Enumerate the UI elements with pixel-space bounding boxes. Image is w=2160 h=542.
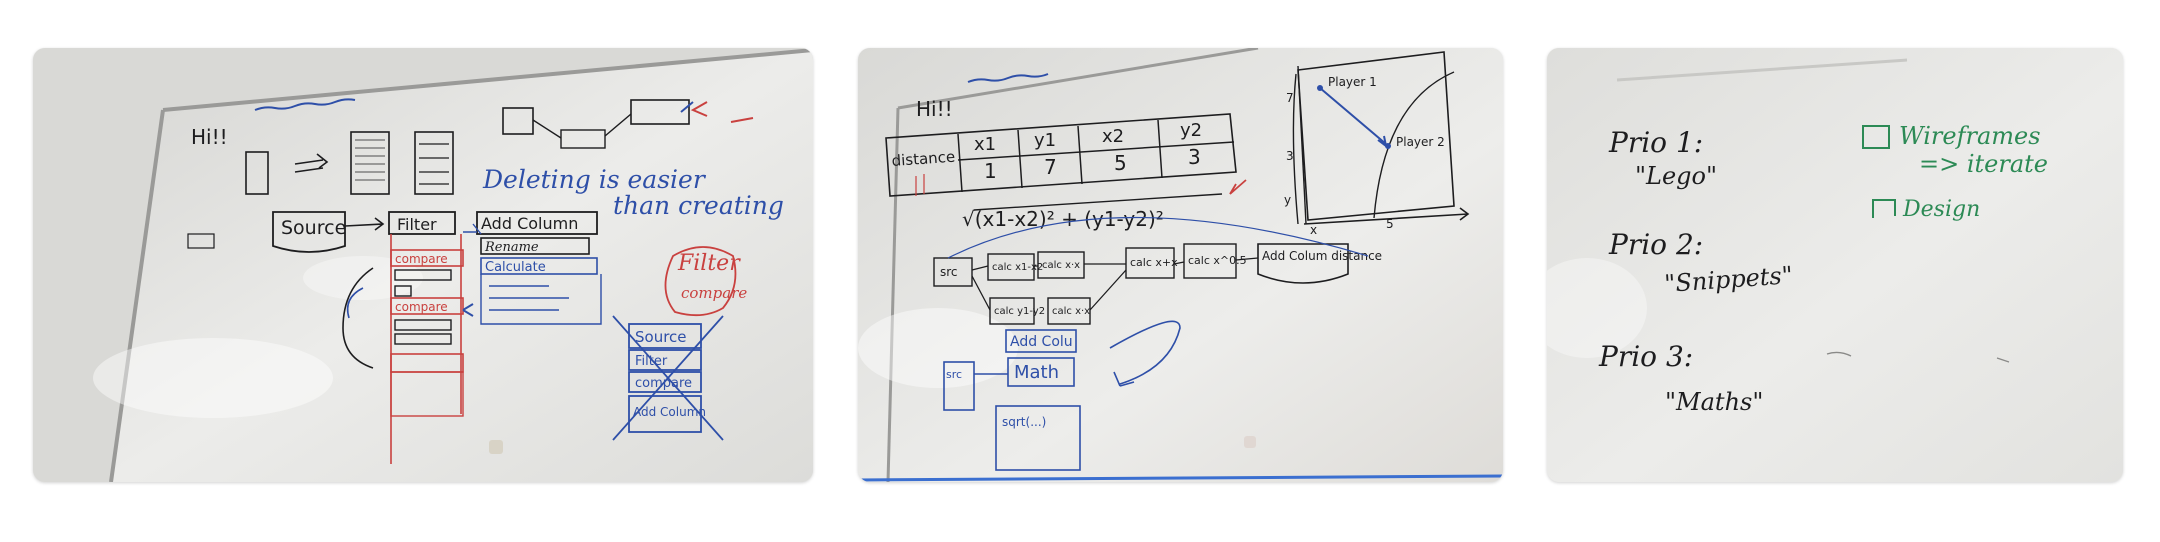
tick-7: 7 — [1286, 91, 1294, 105]
plot-frame — [1297, 51, 1455, 221]
filter-red-label: Filter — [677, 251, 741, 276]
compare-label-2: compare — [395, 300, 448, 314]
add-column-node: Add Colu — [1010, 334, 1073, 350]
prio3-item: "Maths" — [1665, 388, 1763, 416]
checkbox-icon-1 — [1862, 125, 1890, 149]
deleting-note-line1: Deleting is easier — [482, 165, 707, 194]
prio1-label: Prio 1: — [1608, 126, 1703, 159]
math-node: Math — [1014, 362, 1059, 383]
calc-node-6: calc x·x — [1052, 306, 1090, 317]
distance-formula: √(x1-x2)² + (y1-y2)² — [962, 207, 1164, 231]
compare-red-label: compare — [681, 284, 747, 302]
filter-label: Filter — [397, 215, 437, 234]
whiteboard-2-drawing: Hi!! distance x1 y1 x2 y2 1 7 5 3 √(x1-x… — [858, 48, 1503, 482]
calc-node-4: calc x^0.5 — [1188, 254, 1247, 267]
whiteboard-photo-2: Hi!! distance x1 y1 x2 y2 1 7 5 3 √(x1-x… — [858, 48, 1503, 482]
axis-y-label: y — [1284, 193, 1291, 207]
whiteboard-photo-3: Prio 1: "Lego" Prio 2: "Snippets" Prio 3… — [1547, 48, 2123, 482]
player2-label: Player 2 — [1396, 135, 1445, 149]
calc-node-2: calc x·x — [1042, 260, 1080, 271]
calculate-label: Calculate — [485, 260, 546, 275]
whiteboard-1-drawing: Hi!! Deleting is easier than creating So… — [33, 48, 813, 482]
sqrt-node: sqrt(...) — [1002, 415, 1046, 429]
src-blue-label: src — [946, 368, 962, 381]
compare-label-1: compare — [395, 252, 448, 266]
calc-node-1: calc x1-x2 — [992, 262, 1043, 273]
player1-label: Player 1 — [1328, 75, 1377, 89]
checkbox-icon-2 — [1872, 199, 1896, 218]
whiteboard-photo-1: Hi!! Deleting is easier than creating So… — [33, 48, 813, 482]
deleting-note-line2: than creating — [613, 191, 784, 220]
add-column-label: Add Column — [481, 214, 578, 233]
crossed-add-label: Add Column — [633, 405, 706, 419]
whiteboard-3-drawing: Prio 1: "Lego" Prio 2: "Snippets" Prio 3… — [1547, 48, 2123, 482]
prio1-item: "Lego" — [1635, 162, 1717, 190]
todo1-line2: => iterate — [1919, 150, 2048, 178]
crossed-source-label: Source — [635, 328, 687, 346]
rename-label: Rename — [484, 240, 539, 255]
y1-value: 7 — [1044, 155, 1057, 179]
calc-node-5: calc y1-y2 — [994, 306, 1045, 317]
add-column-distance-node: Add Colum distance — [1262, 249, 1382, 263]
tick-3: 3 — [1286, 149, 1294, 163]
greeting-text: Hi!! — [916, 97, 953, 121]
todo2-label: Design — [1902, 197, 1980, 222]
calc-node-3: calc x+x — [1130, 256, 1178, 269]
prio2-label: Prio 2: — [1608, 228, 1703, 261]
greeting-text: Hi!! — [191, 125, 228, 149]
todo1-line1: Wireframes — [1899, 122, 2041, 150]
x2-header: x2 — [1102, 126, 1124, 147]
distance-header: distance — [891, 148, 956, 170]
y1-header: y1 — [1034, 130, 1056, 151]
src-node-label: src — [940, 265, 958, 279]
tick-5: 5 — [1386, 217, 1394, 231]
x1-value: 1 — [984, 159, 997, 183]
y2-value: 3 — [1188, 145, 1201, 169]
prio3-label: Prio 3: — [1598, 340, 1693, 373]
x1-header: x1 — [974, 134, 996, 155]
x2-value: 5 — [1114, 151, 1127, 175]
axis-x-label: x — [1310, 223, 1317, 237]
y2-header: y2 — [1180, 120, 1202, 141]
crossed-filter-label: Filter — [635, 354, 668, 369]
source-label: Source — [281, 217, 346, 239]
